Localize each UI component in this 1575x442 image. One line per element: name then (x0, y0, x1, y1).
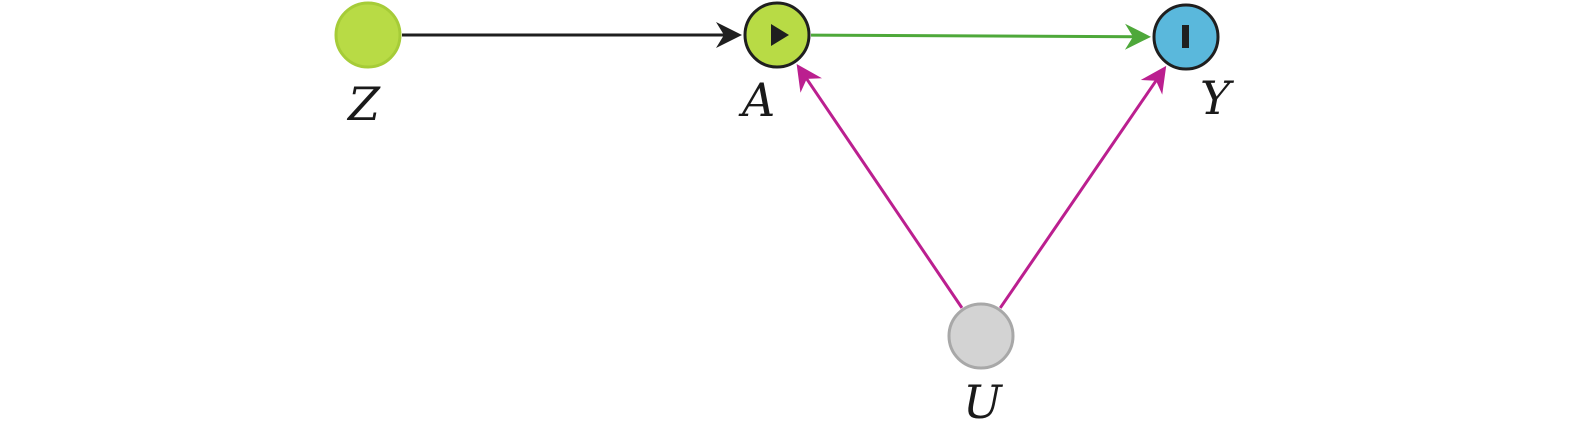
edge-line (810, 33, 1138, 39)
node-u[interactable] (947, 302, 1015, 370)
edge-u-y[interactable] (998, 65, 1167, 309)
play-icon (771, 24, 789, 46)
edge-line (803, 74, 964, 309)
arrowhead-icon (1140, 65, 1167, 95)
node-u-label: U (963, 375, 1004, 429)
node-z[interactable] (334, 1, 402, 69)
bar-icon (1182, 25, 1189, 48)
arrowhead-icon (796, 63, 822, 93)
node-y-label: Y (1200, 71, 1235, 125)
node-a-label: A (738, 73, 775, 127)
node-z-label: Z (346, 77, 381, 131)
edge-line (998, 76, 1160, 309)
arrowhead-icon (1124, 23, 1152, 50)
edge-a-y[interactable] (810, 23, 1152, 50)
node-a[interactable] (743, 1, 811, 69)
arrowhead-icon (716, 22, 742, 48)
node-y[interactable] (1152, 3, 1220, 71)
edge-u-a[interactable] (796, 63, 964, 309)
edge-z-a[interactable] (402, 22, 742, 48)
